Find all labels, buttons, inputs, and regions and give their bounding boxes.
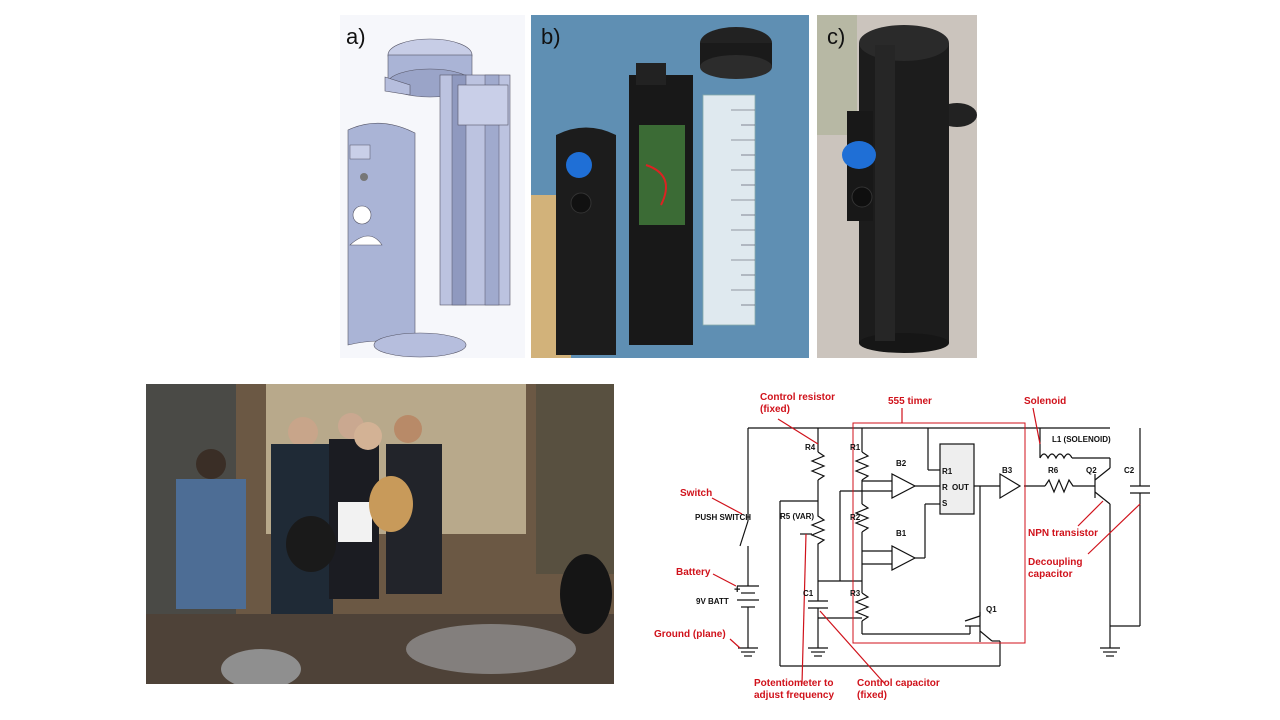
annotation-potentiometer-2: adjust frequency (754, 690, 834, 701)
annotation-control-capacitor-2: (fixed) (857, 690, 887, 701)
schematic-svg: Control resistor (fixed) 555 timer Solen… (654, 392, 1150, 701)
label-r6: R6 (1048, 466, 1059, 475)
label-r2: R2 (850, 513, 861, 522)
label-b1: B1 (896, 529, 907, 538)
cad-render-image (347, 38, 511, 358)
annotation-decoupling-2: capacitor (1028, 569, 1073, 580)
assembled-photo-panel (817, 15, 977, 358)
prototype-photo-panel (531, 15, 809, 358)
annotation-control-resistor-2: (fixed) (760, 404, 790, 415)
label-push-switch: PUSH SWITCH (695, 513, 751, 522)
label-c2: C2 (1124, 466, 1135, 475)
label-q1: Q1 (986, 605, 997, 614)
annotation-solenoid: Solenoid (1024, 396, 1066, 407)
label-r5: R5 (VAR) (780, 512, 814, 521)
label-r3: R3 (850, 589, 861, 598)
annotation-555-timer: 555 timer (888, 396, 932, 407)
label-9v-batt: 9V BATT (696, 597, 729, 606)
event-photo (146, 384, 614, 684)
panel-label-b: b) (541, 24, 561, 49)
annotation-potentiometer-1: Potentiometer to (754, 678, 833, 689)
annotation-ground: Ground (plane) (654, 629, 726, 640)
annotation-control-resistor-1: Control resistor (760, 392, 835, 403)
annotation-control-capacitor-1: Control capacitor (857, 678, 940, 689)
label-q2: Q2 (1086, 466, 1097, 475)
panel-label-a: a) (346, 24, 366, 49)
label-pin-r: R (942, 483, 948, 492)
label-b3: B3 (1002, 466, 1013, 475)
assembled-photo (817, 15, 977, 353)
annotation-switch: Switch (680, 488, 712, 499)
annotation-decoupling-1: Decoupling (1028, 557, 1082, 568)
cad-render-panel (340, 15, 525, 358)
label-l1: L1 (SOLENOID) (1052, 435, 1111, 444)
circuit-schematic: Control resistor (fixed) 555 timer Solen… (640, 386, 1180, 706)
label-pin-r1: R1 (942, 467, 953, 476)
annotation-npn-transistor: NPN transistor (1028, 528, 1098, 539)
panel-label-c: c) (827, 24, 846, 49)
annotation-battery: Battery (676, 567, 711, 578)
event-photo-panel (146, 384, 614, 684)
label-r4: R4 (805, 443, 816, 452)
label-pin-s: S (942, 499, 948, 508)
label-c1: C1 (803, 589, 814, 598)
label-r1: R1 (850, 443, 861, 452)
label-b2: B2 (896, 459, 907, 468)
label-battery-plus: + (734, 584, 740, 596)
label-out: OUT (952, 483, 969, 492)
prototype-photo (531, 27, 772, 358)
